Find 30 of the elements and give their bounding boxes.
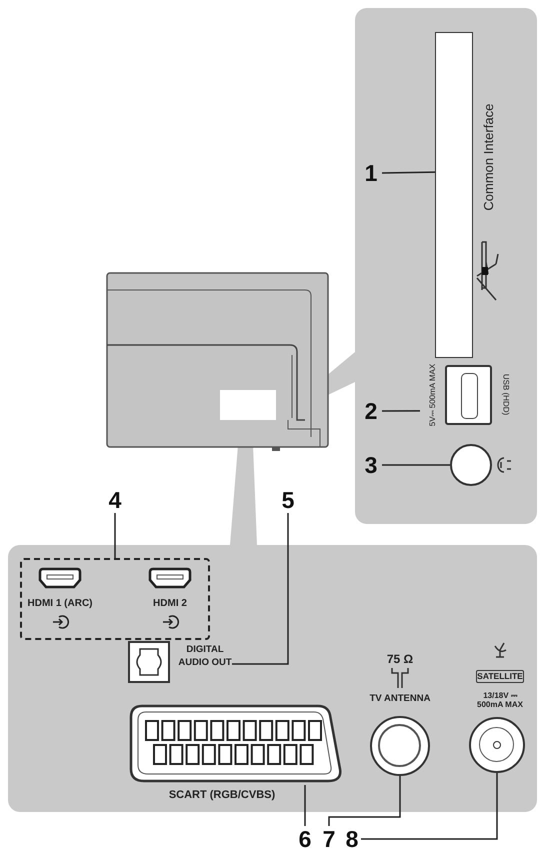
callout-number: 2 — [360, 398, 382, 424]
leader-line — [382, 171, 436, 174]
card-slot — [435, 32, 473, 358]
satellite-badge: SATELLITE — [476, 670, 524, 684]
callout-number: 7 — [320, 826, 338, 852]
leader-line — [382, 464, 450, 466]
port-name: TV ANTENNA — [368, 694, 432, 704]
port-name: DIGITAL AUDIO OUT — [178, 643, 232, 685]
rating-text: 13/18V ⎓ 500mA MAX — [476, 692, 524, 710]
hdmi-port-group — [20, 558, 210, 640]
leader-line — [328, 776, 401, 826]
scart-socket — [128, 703, 342, 785]
leader-line — [304, 785, 306, 826]
leader-line — [114, 513, 116, 558]
rating-text: 5V⎓ 500mA MAX — [428, 362, 438, 428]
port-name: USB (HDD) — [502, 372, 510, 418]
callout-number: 3 — [360, 452, 382, 478]
leader-line — [382, 410, 420, 412]
callout-number: 5 — [277, 487, 299, 513]
slot-name: Common Interface — [482, 102, 496, 213]
callout-number: 1 — [360, 160, 382, 186]
leader-line — [232, 513, 289, 665]
rating-text: 75 Ω — [386, 653, 414, 666]
callout-number: 8 — [343, 826, 361, 852]
port-name: SCART (RGB/CVBS) — [168, 789, 276, 802]
port-name: HDMI 2 — [152, 598, 188, 609]
callout-number: 4 — [104, 487, 126, 513]
callout-number: 6 — [296, 826, 314, 852]
leader-line — [361, 773, 498, 840]
port-name: HDMI 1 (ARC) — [26, 598, 94, 609]
